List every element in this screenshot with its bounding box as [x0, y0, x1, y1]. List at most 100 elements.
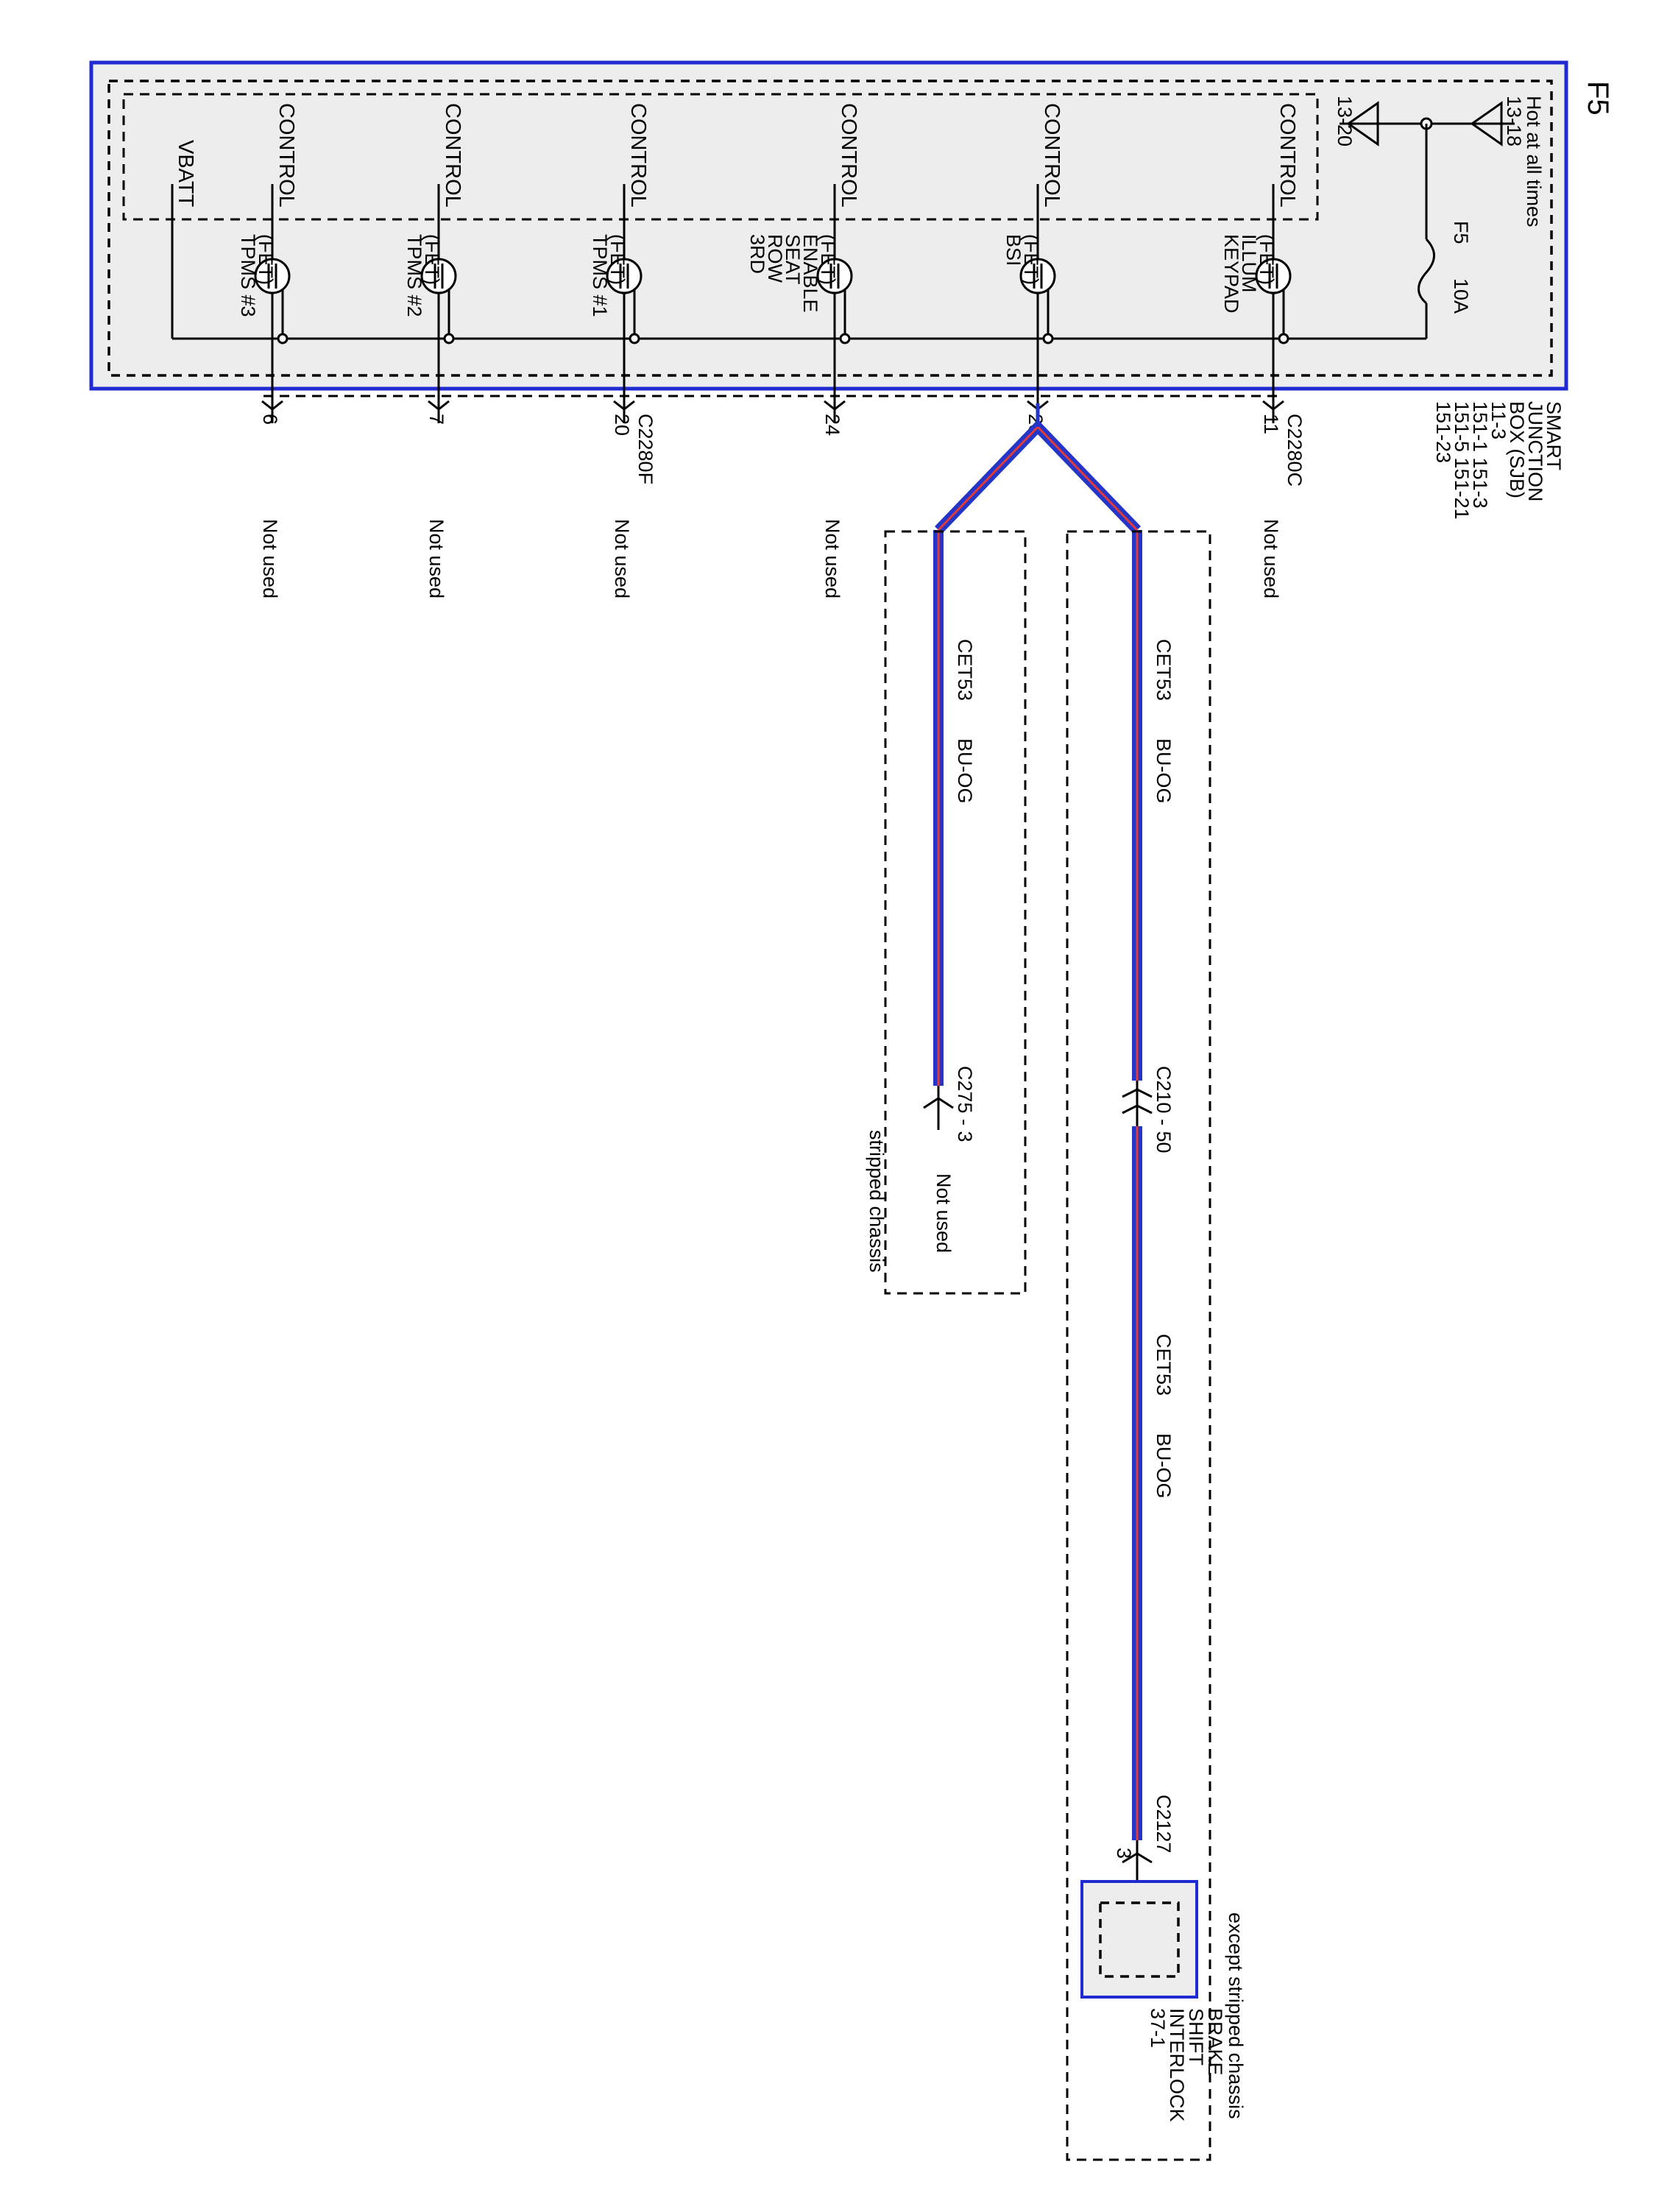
sjb-label-line: 11-3 [1487, 401, 1510, 439]
pin-number: 20 [611, 414, 633, 436]
fuse-rating: 10A [1450, 278, 1472, 314]
pin-status: Not used [821, 519, 843, 598]
fet-label: (FET) [255, 234, 277, 285]
sjb-inner-dashed-border [107, 79, 1553, 377]
pin-number: 24 [821, 414, 843, 436]
wire-color: BU-OG [1153, 738, 1175, 804]
c210-connector-icon [1122, 1081, 1153, 1126]
sjb-control-dashed-region [122, 93, 1319, 221]
c275-connector-icon [923, 1086, 954, 1130]
fet-transistor-icon [1019, 258, 1056, 294]
sjb-label-line: SMART [1543, 401, 1565, 470]
fet-label: TPMS #2 [403, 234, 425, 317]
c2127-pin: 3 [1113, 1848, 1135, 1859]
fet-label: ILLUM [1238, 234, 1260, 293]
fet-label: (FET) [421, 234, 443, 285]
bsi-wire-harness [933, 403, 1142, 1840]
fet-label: KEYPAD [1220, 234, 1242, 314]
control-label: CONTROL [1040, 103, 1064, 208]
fet-label: (FET) [606, 234, 629, 285]
pin-number: 6 [259, 414, 281, 425]
connector-pin-icon [613, 400, 635, 411]
bus-node [629, 333, 640, 344]
c275-not-used: Not used [933, 1173, 955, 1253]
fet-transistor-icon [254, 258, 291, 294]
fet-label: TPMS #1 [589, 234, 611, 317]
fet-label: (FET) [817, 234, 839, 285]
pin-status: Not used [259, 519, 281, 598]
sjb-label-line: 151-1 151-3 [1469, 401, 1491, 509]
sjb-label-line: 151-23 [1432, 401, 1454, 463]
wire-circuit: CET53 [1153, 1334, 1175, 1396]
fet-label: BSI [1002, 234, 1025, 266]
fet-label: ENABLE [799, 234, 821, 313]
connector-label: C2280F [634, 414, 657, 484]
power-feed [1340, 101, 1515, 339]
fet-transistor-icon [1255, 258, 1292, 294]
fet-transistor-icon [420, 258, 457, 294]
connector-pin-icon [261, 400, 283, 411]
fet-label: (FET) [1256, 234, 1278, 285]
bus-node [1278, 333, 1289, 344]
sjb-label-line: JUNCTION [1524, 401, 1546, 502]
fuse-icon [1418, 238, 1435, 305]
brake-shift-interlock-inner [1099, 1901, 1180, 1978]
sjb-module-box [89, 60, 1568, 391]
fet-label: 3RD [746, 234, 768, 274]
c2127-label: C2127 [1153, 1795, 1175, 1854]
fuse-name: F5 [1450, 221, 1472, 244]
control-label: CONTROL [441, 103, 464, 208]
bus-node [839, 333, 851, 344]
control-label: CONTROL [837, 103, 860, 208]
fet-label: TPMS #3 [237, 234, 259, 317]
ref-13-18: 13-18 [1503, 96, 1525, 146]
bus-node [277, 333, 289, 344]
load-label-line: BRAKE [1204, 2008, 1226, 2076]
bus-node [443, 333, 455, 344]
connector-pin-icon [428, 400, 450, 411]
connector-label: C2280C [1284, 414, 1306, 487]
control-label: CONTROL [1275, 103, 1299, 208]
page-tag: F5 [1582, 81, 1614, 116]
fet-transistor-icon [816, 258, 853, 294]
ref-13-20: 13-20 [1334, 96, 1356, 146]
wire-circuit: CET53 [954, 639, 976, 701]
ground-triangle-icon [1346, 101, 1379, 146]
pin-status: Not used [425, 519, 447, 598]
pin-status: Not used [1260, 519, 1282, 598]
fet-label: (FET) [1020, 234, 1042, 285]
hot-at-all-times-label: Hot at all times [1523, 96, 1545, 227]
load-label-line: SHIFT [1185, 2008, 1207, 2066]
control-label: CONTROL [275, 103, 298, 208]
load-label-line: INTERLOCK [1166, 2008, 1188, 2122]
ground-triangle-icon [1470, 101, 1503, 146]
load-label-line: 37-1 [1147, 2008, 1169, 2048]
sjb-label-line: BOX (SJB) [1506, 401, 1528, 498]
except-stripped-region [1066, 530, 1211, 2161]
stripped-chassis-region [884, 530, 1027, 1295]
sjb-label-line: 151-5 151-21 [1451, 401, 1473, 520]
stripped-chassis-label: stripped chassis [866, 1130, 888, 1273]
control-label: CONTROL [626, 103, 650, 208]
wire-circuit: CET53 [1153, 639, 1175, 701]
connector-pin-icon [1262, 400, 1284, 411]
fet-label: SEAT [782, 234, 804, 285]
c275-label: C275 - 3 [954, 1066, 976, 1142]
pin-number: 7 [425, 414, 447, 425]
vbatt-label: VBATT [174, 140, 197, 208]
fet-label: ROW [764, 234, 786, 283]
pin-status: Not used [611, 519, 633, 598]
connector-pin-icon [824, 400, 846, 411]
c210-label: C210 - 50 [1153, 1066, 1175, 1153]
